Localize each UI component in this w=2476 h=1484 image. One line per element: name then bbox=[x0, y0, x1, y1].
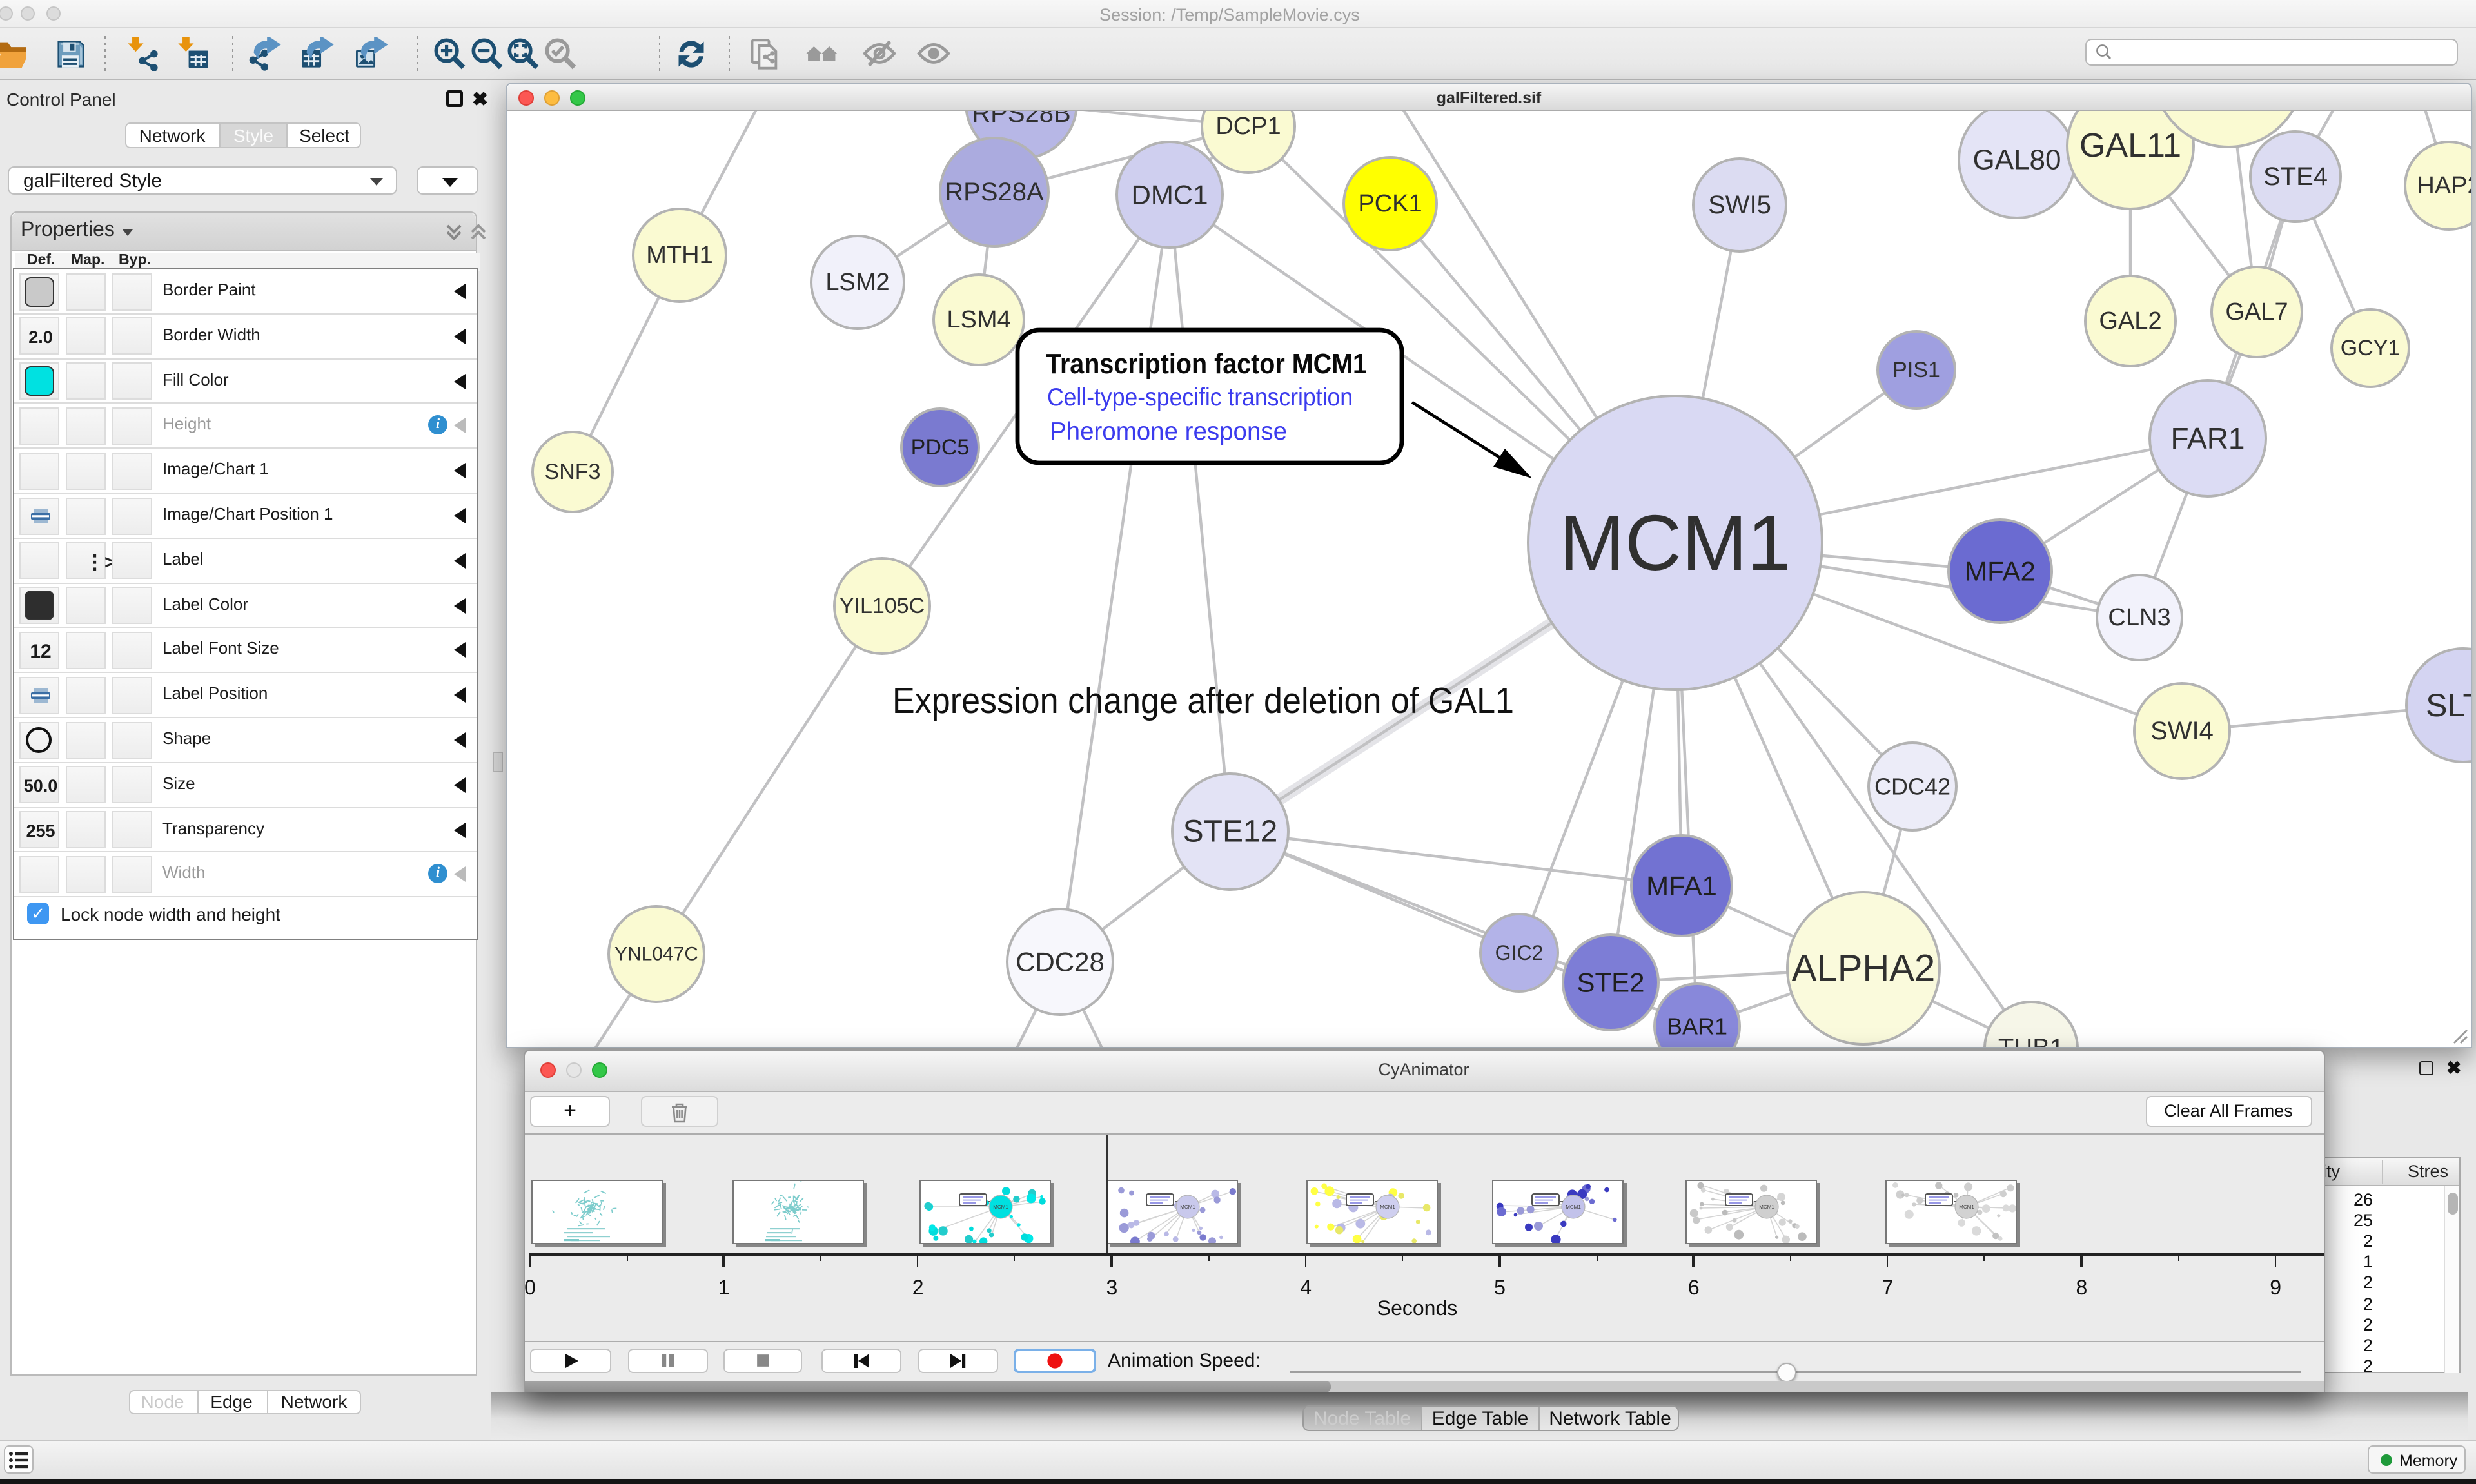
svg-text:MCM1: MCM1 bbox=[1759, 1204, 1774, 1210]
svg-text:MCM1: MCM1 bbox=[1379, 1204, 1395, 1210]
svg-text:RPS28B: RPS28B bbox=[972, 111, 1070, 128]
svg-text:LSM4: LSM4 bbox=[947, 306, 1010, 333]
svg-text:SWI4: SWI4 bbox=[2150, 717, 2214, 745]
svg-text:Pheromone response: Pheromone response bbox=[1050, 418, 1287, 445]
svg-text:DCP1: DCP1 bbox=[1215, 113, 1281, 140]
svg-text:PIS1: PIS1 bbox=[1892, 358, 1940, 382]
svg-text:FAR1: FAR1 bbox=[2170, 422, 2245, 455]
svg-text:GAL11: GAL11 bbox=[2079, 127, 2181, 164]
svg-text:Expression change after deleti: Expression change after deletion of GAL1 bbox=[892, 680, 1514, 721]
svg-text:PCK1: PCK1 bbox=[1358, 190, 1422, 217]
svg-text:GCY1: GCY1 bbox=[2341, 336, 2401, 360]
svg-text:GAL7: GAL7 bbox=[2225, 298, 2288, 326]
svg-text:MCM1: MCM1 bbox=[1566, 1204, 1581, 1210]
svg-text:Transcription factor MCM1: Transcription factor MCM1 bbox=[1046, 348, 1367, 380]
svg-text:GAL2: GAL2 bbox=[2099, 308, 2161, 335]
svg-text:STE4: STE4 bbox=[2263, 162, 2328, 191]
svg-text:HAP2: HAP2 bbox=[2417, 172, 2471, 199]
svg-text:CDC42: CDC42 bbox=[1874, 774, 1950, 800]
svg-text:DMC1: DMC1 bbox=[1131, 180, 1208, 210]
svg-text:BAR1: BAR1 bbox=[1667, 1013, 1727, 1040]
svg-text:MCM1: MCM1 bbox=[1559, 499, 1791, 587]
svg-text:GAL80: GAL80 bbox=[1973, 144, 2061, 176]
svg-text:CDC28: CDC28 bbox=[1016, 947, 1105, 977]
svg-text:MTH1: MTH1 bbox=[646, 242, 712, 269]
svg-text:GIC2: GIC2 bbox=[1495, 941, 1544, 964]
svg-text:Cell-type-specific transcripti: Cell-type-specific transcription bbox=[1047, 384, 1353, 411]
svg-text:MFA1: MFA1 bbox=[1646, 871, 1717, 901]
svg-text:SNF3: SNF3 bbox=[545, 460, 601, 484]
svg-text:TUB1: TUB1 bbox=[1998, 1034, 2064, 1047]
svg-text:CLN3: CLN3 bbox=[2108, 604, 2170, 631]
svg-text:RPS28A: RPS28A bbox=[945, 178, 1044, 206]
svg-text:STE2: STE2 bbox=[1577, 968, 1644, 998]
svg-text:SWI5: SWI5 bbox=[1708, 191, 1771, 219]
svg-text:STE12: STE12 bbox=[1183, 815, 1278, 849]
svg-text:YNL047C: YNL047C bbox=[614, 944, 698, 965]
svg-text:MCM1: MCM1 bbox=[992, 1204, 1008, 1210]
svg-text:YIL105C: YIL105C bbox=[840, 594, 925, 618]
svg-text:ALPHA2: ALPHA2 bbox=[1792, 948, 1935, 990]
svg-text:SLT2: SLT2 bbox=[2426, 687, 2471, 723]
svg-text:MCM1: MCM1 bbox=[1180, 1204, 1195, 1210]
svg-text:MFA2: MFA2 bbox=[1965, 556, 2036, 587]
svg-text:LSM2: LSM2 bbox=[825, 269, 889, 296]
svg-text:MCM1: MCM1 bbox=[1958, 1204, 1974, 1210]
svg-text:PDC5: PDC5 bbox=[911, 435, 970, 460]
